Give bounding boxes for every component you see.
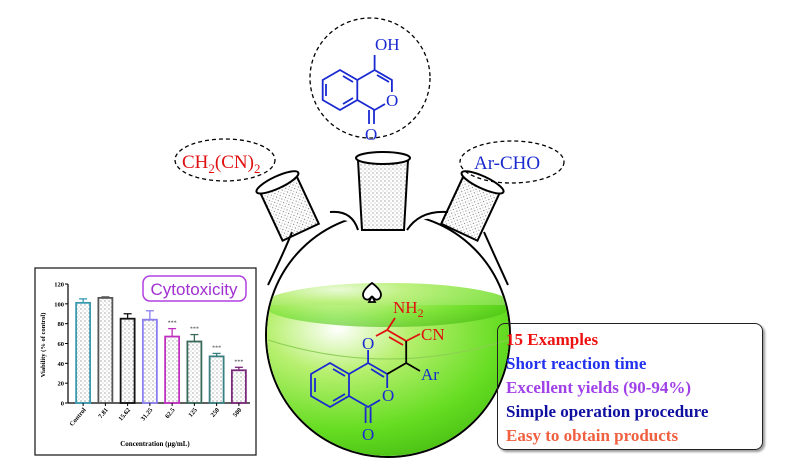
y-tick-label: 80 [58, 321, 65, 328]
feature-products: Easy to obtain products [506, 426, 679, 445]
y-tick-label: 100 [54, 301, 64, 308]
significance-label: *** [168, 321, 177, 327]
product-structure [310, 317, 421, 423]
reagent-bubble-hydroxyisocoumarin [309, 17, 431, 139]
hydroxyisocoumarin-structure [321, 55, 393, 124]
bar [186, 340, 203, 404]
aldehyde-label: Ar-CHO [474, 153, 540, 174]
spade-icon [362, 281, 382, 303]
significance-label: *** [234, 359, 243, 365]
y-tick-label: 60 [58, 341, 65, 348]
ar-label: Ar [421, 365, 439, 384]
bar [97, 296, 114, 404]
reagent-bubble-malononitrile [174, 138, 276, 182]
carbonyl-oxygen-label: O [365, 125, 377, 144]
features-box: 15 Examples Short reaction time Excellen… [497, 323, 763, 450]
pyran-oxygen-label: O [362, 334, 374, 353]
feature-yields: Excellent yields (90-94%) [506, 378, 692, 397]
center-neck [355, 151, 411, 231]
feature-examples: 15 Examples [506, 330, 599, 349]
x-tick-label: 500 [232, 407, 244, 419]
cn-label: CN [421, 325, 445, 344]
nh2-label: NH2 [393, 298, 424, 320]
bar [164, 335, 181, 404]
oh-label: OH [375, 35, 400, 54]
y-axis-label: Viability (% of control) [40, 313, 47, 378]
bar [208, 355, 225, 404]
feature-procedure: Simple operation procedure [506, 402, 709, 421]
lactone-oxygen-label: O [382, 386, 394, 405]
reagent-bubble-aldehyde [459, 140, 565, 184]
chart-title: Cytotoxicity [151, 280, 238, 299]
carbonyl-oxygen-label: O [362, 425, 374, 444]
bar [141, 318, 158, 404]
y-tick-label: 120 [54, 282, 64, 289]
ring-oxygen-label: O [386, 91, 398, 110]
x-tick-label: 250 [210, 407, 222, 419]
significance-label: *** [190, 327, 199, 333]
round-bottom-flask [255, 151, 511, 458]
left-neck [255, 170, 321, 242]
bar [230, 369, 247, 404]
right-neck [439, 170, 505, 242]
bar [75, 301, 92, 404]
y-tick-label: 0 [61, 401, 64, 408]
chart-title-box [142, 275, 247, 302]
y-tick-label: 20 [58, 381, 65, 388]
y-tick-label: 40 [58, 361, 65, 368]
significance-label: *** [212, 345, 221, 351]
feature-reaction-time: Short reaction time [506, 354, 647, 373]
malononitrile-label: CH2(CN)2 [182, 152, 260, 176]
x-axis-label: Concentration (μg/mL) [120, 440, 190, 448]
green-liquid [267, 283, 509, 456]
bar [119, 317, 136, 404]
